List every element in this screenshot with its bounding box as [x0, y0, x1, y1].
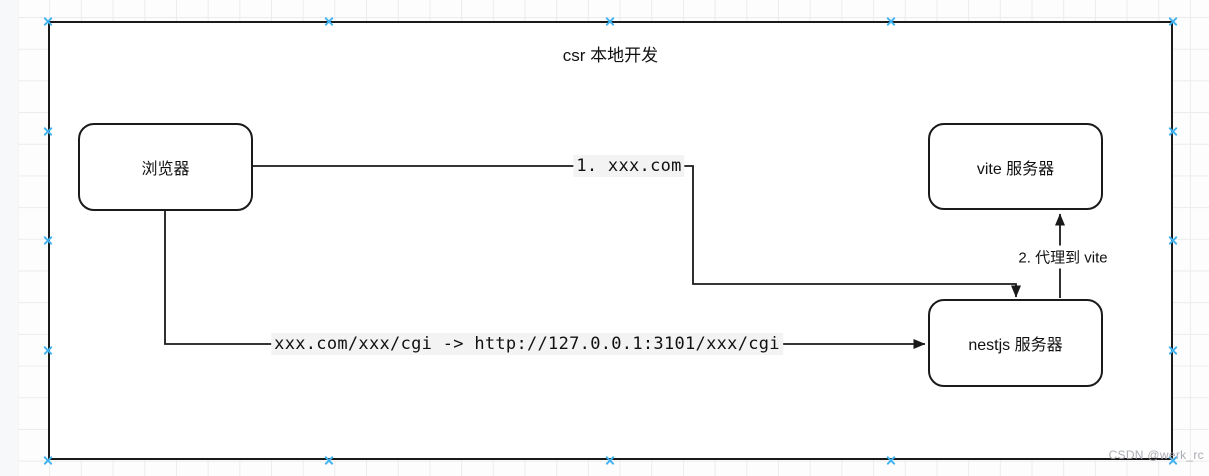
node-nestjs-server-label: nestjs 服务器 [968, 337, 1063, 354]
node-vite-server-label: vite 服务器 [976, 160, 1055, 178]
connection-point-icon[interactable] [886, 16, 897, 27]
connection-point-icon[interactable] [43, 126, 54, 137]
canvas-left-gutter [0, 0, 18, 476]
connection-point-icon[interactable] [1168, 345, 1179, 356]
connection-point-icon[interactable] [605, 16, 616, 27]
node-browser-label: 浏览器 [141, 161, 190, 178]
node-nestjs-server[interactable]: nestjs 服务器 [928, 299, 1103, 387]
diagram-title: csr 本地开发 [562, 46, 659, 65]
connection-point-icon[interactable] [324, 455, 335, 466]
connection-point-icon[interactable] [886, 455, 897, 466]
connection-point-icon[interactable] [324, 16, 335, 27]
connection-point-icon[interactable] [43, 345, 54, 356]
connection-point-icon[interactable] [1168, 16, 1179, 27]
edge-label-cgi-rewrite[interactable]: xxx.com/xxx/cgi -> http://127.0.0.1:3101… [271, 333, 783, 355]
connection-point-icon[interactable] [43, 16, 54, 27]
watermark: CSDN @werk_rc [1108, 448, 1204, 462]
connection-point-icon[interactable] [1168, 126, 1179, 137]
node-browser[interactable]: 浏览器 [78, 123, 253, 211]
connection-point-icon[interactable] [43, 235, 54, 246]
connection-point-icon[interactable] [605, 455, 616, 466]
node-vite-server[interactable]: vite 服务器 [928, 123, 1103, 210]
connection-point-icon[interactable] [1168, 235, 1179, 246]
edge-label-request-domain[interactable]: 1. xxx.com [573, 155, 685, 177]
edge-label-proxy-to-vite[interactable]: 2. 代理到 vite [1014, 245, 1112, 269]
connection-point-icon[interactable] [43, 455, 54, 466]
diagram-frame[interactable] [48, 21, 1173, 460]
